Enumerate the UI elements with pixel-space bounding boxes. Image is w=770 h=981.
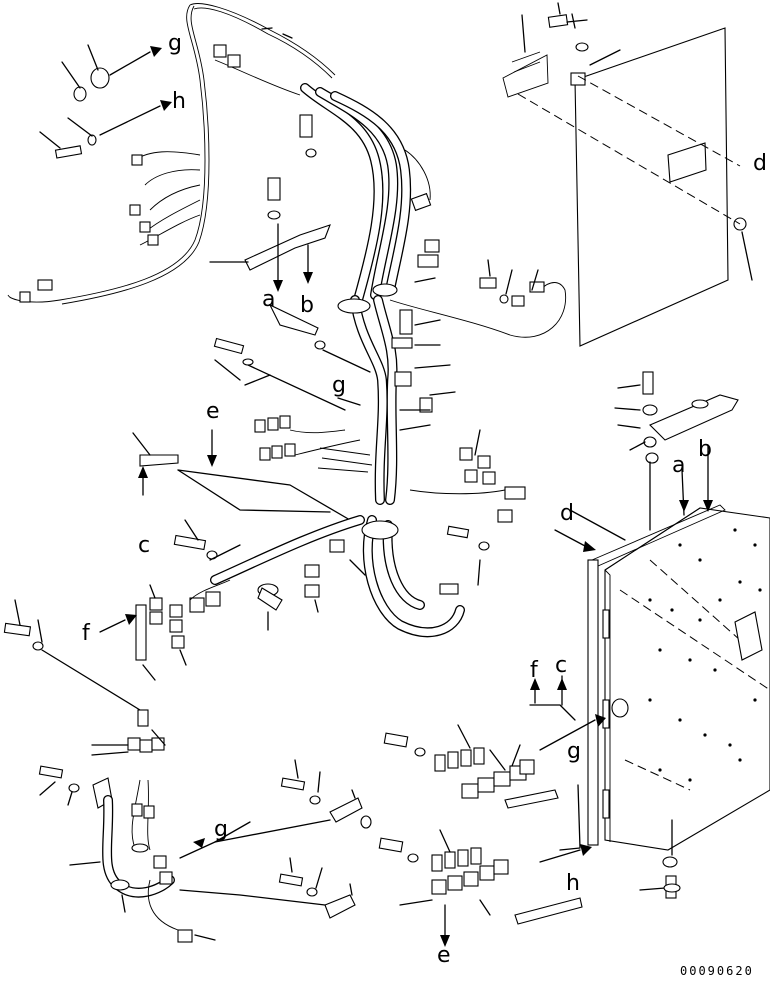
middle-harness bbox=[132, 303, 373, 521]
controller-box bbox=[529, 504, 770, 863]
lower-middle-fasteners bbox=[179, 759, 372, 919]
reference-labels: g h a b d g e c f a b d f c g g h e bbox=[82, 31, 767, 968]
drawing-code: 00090620 bbox=[680, 964, 754, 978]
label-g-middle: g bbox=[332, 373, 346, 398]
lower-left-harness bbox=[3, 599, 216, 943]
clamp-plate-ab bbox=[209, 114, 331, 292]
label-h-lower: h bbox=[566, 871, 580, 896]
label-g-top: g bbox=[168, 31, 182, 56]
cover-panel bbox=[502, 2, 753, 347]
top-left-fasteners bbox=[39, 44, 172, 159]
center-cable bbox=[173, 515, 490, 631]
label-h-top: h bbox=[172, 89, 186, 114]
label-b-top: b bbox=[300, 293, 314, 318]
label-e-lower: e bbox=[437, 943, 451, 968]
relay-group-lower bbox=[378, 724, 583, 947]
label-c-left: c bbox=[138, 533, 150, 558]
label-d-right: d bbox=[560, 501, 574, 526]
box-top-bracket bbox=[614, 371, 739, 899]
label-e-middle: e bbox=[206, 399, 220, 424]
right-connectors bbox=[389, 239, 567, 523]
label-d-top: d bbox=[753, 151, 767, 176]
label-c-right: c bbox=[555, 653, 567, 678]
main-harness-tubes bbox=[300, 83, 465, 638]
label-g-right: g bbox=[567, 739, 581, 764]
label-f-right: f bbox=[530, 658, 539, 683]
label-a-top: a bbox=[262, 287, 275, 312]
label-a-right: a bbox=[672, 453, 685, 478]
label-b-right: b bbox=[698, 437, 712, 462]
relay-bracket-f bbox=[99, 579, 231, 681]
label-g-lower: g bbox=[214, 817, 228, 842]
label-f-left: f bbox=[82, 621, 91, 646]
upper-left-wiring bbox=[7, 3, 432, 305]
